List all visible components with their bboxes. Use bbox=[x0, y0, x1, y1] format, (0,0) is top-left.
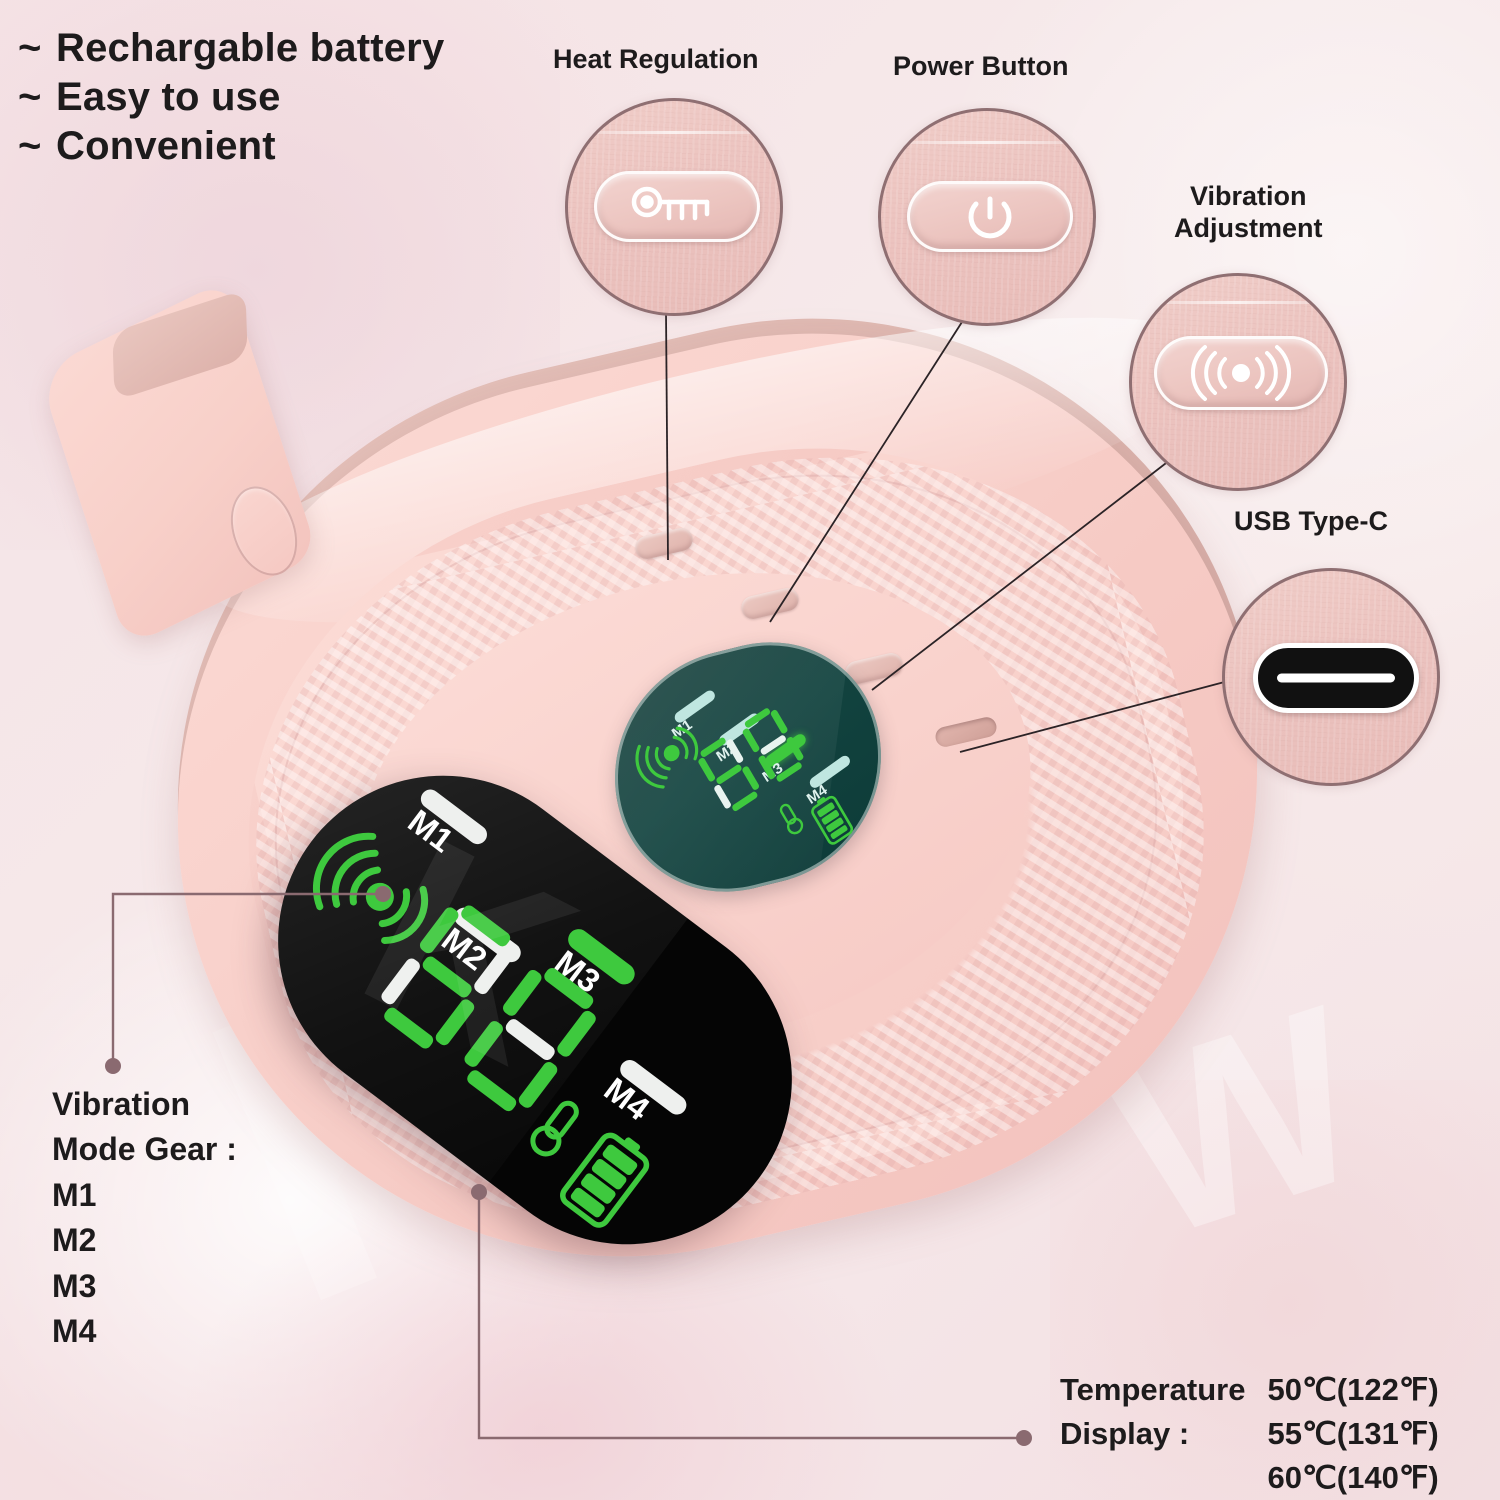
magnified-led-display: M1 M2 M3 M4 bbox=[212, 709, 858, 1365]
feature-text: Convenient bbox=[56, 123, 276, 168]
callout-circle-heat-regulation bbox=[565, 98, 783, 316]
vibration-mode-gear-block: Vibration Mode Gear : M1 M2 M3 M4 bbox=[52, 1082, 237, 1355]
temperature-value-0: 50℃(122℉) bbox=[1267, 1372, 1439, 1407]
temperature-label-line1: Temperature bbox=[1060, 1372, 1246, 1407]
callout-label-usb-type-c: USB Type-C bbox=[1234, 506, 1389, 536]
temperature-label: Temperature Display : bbox=[1060, 1368, 1246, 1500]
callout-label-heat-regulation: Heat Regulation bbox=[553, 44, 759, 74]
mode-bar-m4 bbox=[620, 1060, 687, 1115]
feature-item-2: ~ Convenient bbox=[18, 122, 558, 171]
vibration-mode-m1: M1 bbox=[52, 1176, 97, 1213]
mini-status-icons bbox=[779, 795, 854, 845]
temperature-values: 50℃(122℉) 55℃(131℉) 60℃(140℉) bbox=[1268, 1368, 1439, 1500]
mini-display-panel: M1 M2 M3 M4 bbox=[596, 616, 900, 918]
temperature-label-line2: Display : bbox=[1060, 1416, 1190, 1452]
feature-item-0: ~ Rechargable battery bbox=[18, 24, 558, 73]
vibration-mode-m3: M3 bbox=[52, 1267, 97, 1304]
mini-vibration-waves-icon bbox=[635, 726, 699, 789]
thermometer-icon bbox=[530, 1100, 579, 1157]
mode-bar-m1 bbox=[420, 789, 487, 845]
callout-circle-usb-type-c bbox=[1222, 568, 1440, 786]
callout-label-line2: Adjustment bbox=[1174, 213, 1323, 244]
callout-label-vibration-adjustment: Vibration Adjustment bbox=[1174, 180, 1323, 245]
feature-text: Easy to use bbox=[56, 74, 281, 119]
feature-bullet: ~ bbox=[18, 123, 42, 168]
vibration-title-line2: Mode Gear : bbox=[52, 1131, 237, 1168]
device-led-display: M1 M2 M3 M4 bbox=[596, 616, 900, 918]
background-blob-bottomright bbox=[1050, 1080, 1500, 1500]
digit-0 bbox=[464, 968, 596, 1112]
feature-list: ~ Rechargable battery ~ Easy to use ~ Conve… bbox=[18, 24, 558, 170]
usb-c-port-icon bbox=[1253, 643, 1419, 713]
feature-bullet: ~ bbox=[18, 74, 42, 119]
power-button-pill[interactable] bbox=[907, 181, 1073, 252]
feature-item-1: ~ Easy to use bbox=[18, 73, 558, 122]
mini-thermometer-icon bbox=[779, 803, 804, 835]
callout-label-power-button: Power Button bbox=[893, 51, 1069, 81]
temperature-value-2: 60℃(140℉) bbox=[1267, 1460, 1439, 1496]
magnified-panel-rotated: M1 M2 M3 M4 bbox=[212, 709, 858, 1311]
callout-circle-vibration-adjustment bbox=[1129, 273, 1347, 491]
mini-battery-icon bbox=[811, 795, 854, 845]
feature-text: Rechargable battery bbox=[56, 26, 445, 70]
vibration-title-line1: Vibration bbox=[52, 1086, 191, 1122]
temperature-value-1: 55℃(131℉) bbox=[1267, 1416, 1439, 1452]
vibration-waves-icon bbox=[1190, 345, 1292, 401]
heat-button-pill[interactable] bbox=[594, 171, 760, 242]
battery-icon bbox=[560, 1132, 650, 1228]
magnified-display-graphics: M1 M2 M3 M4 bbox=[312, 789, 687, 1228]
power-icon bbox=[968, 196, 1012, 239]
key-icon bbox=[631, 186, 710, 221]
circle-seam bbox=[1132, 301, 1344, 304]
digit-5 bbox=[381, 905, 513, 1049]
temperature-display-block: Temperature Display : 50℃(122℉) 55℃(131℉… bbox=[1060, 1368, 1439, 1500]
circle-seam bbox=[568, 131, 780, 134]
mini-temperature-digits bbox=[698, 708, 804, 812]
vibration-mode-m4: M4 bbox=[52, 1313, 97, 1350]
usb-c-inner-bar bbox=[1276, 673, 1396, 683]
vibration-button-pill[interactable] bbox=[1154, 336, 1328, 410]
temperature-digits bbox=[381, 905, 596, 1112]
feature-bullet: ~ bbox=[18, 26, 42, 70]
circle-seam bbox=[881, 141, 1093, 144]
callout-label-line1: Vibration bbox=[1189, 181, 1307, 211]
callout-circle-power-button bbox=[878, 108, 1096, 326]
vibration-mode-m2: M2 bbox=[52, 1222, 97, 1259]
mode-bar-m3 bbox=[568, 929, 635, 985]
